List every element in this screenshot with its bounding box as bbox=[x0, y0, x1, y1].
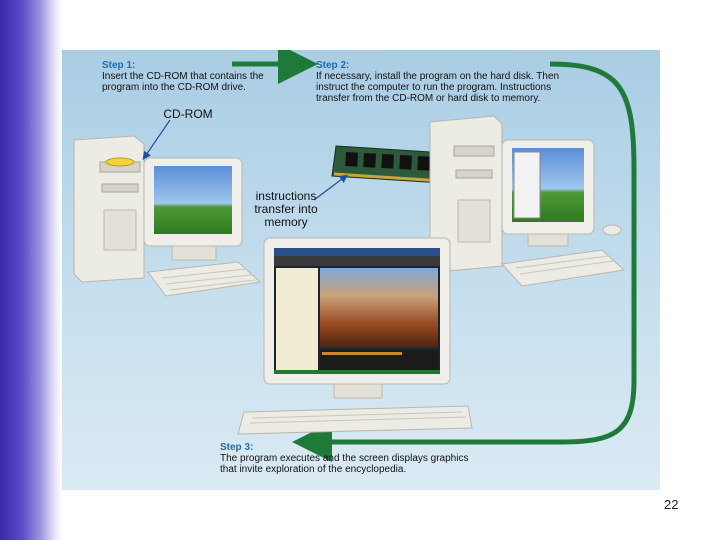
step2-text: If necessary, install the program on the… bbox=[316, 71, 560, 104]
center-computer bbox=[237, 237, 473, 435]
step1-caption: Step 1: Insert the CD-ROM that contains … bbox=[102, 60, 282, 93]
step2-to-step3-arrow bbox=[292, 61, 637, 462]
right-computer bbox=[429, 115, 626, 287]
cdrom-label: CD-ROM bbox=[163, 107, 213, 121]
memory-label: instructions transfer into memory bbox=[254, 189, 318, 229]
step2-title: Step 2: bbox=[316, 60, 350, 71]
slide-accent-bar bbox=[0, 0, 62, 540]
cdrom-pointer bbox=[142, 119, 171, 160]
program-execution-figure: Step 1: Insert the CD-ROM that contains … bbox=[62, 50, 660, 490]
page-number: 22 bbox=[664, 497, 679, 512]
step2-caption: Step 2: If necessary, install the progra… bbox=[316, 60, 562, 104]
step3-caption: Step 3: The program executes and the scr… bbox=[220, 442, 480, 475]
figure-illustration bbox=[73, 50, 637, 462]
step3-title: Step 3: bbox=[220, 442, 254, 453]
step1-title: Step 1: bbox=[102, 60, 136, 71]
step1-text: Insert the CD-ROM that contains the prog… bbox=[102, 71, 264, 93]
memory-pointer bbox=[313, 174, 348, 201]
step3-text: The program executes and the screen disp… bbox=[220, 453, 469, 475]
left-computer bbox=[73, 135, 262, 297]
